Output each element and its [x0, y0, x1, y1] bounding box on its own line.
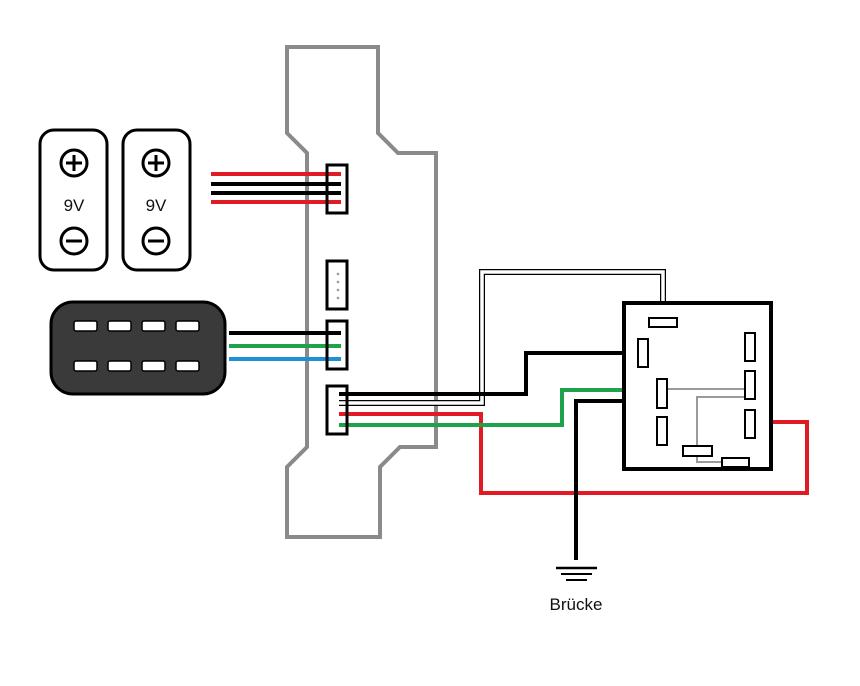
white-wire — [339, 269, 666, 406]
battery-2: 9V — [121, 128, 192, 272]
board-outline — [285, 45, 438, 539]
connector-relay — [325, 384, 349, 436]
connector-empty — [325, 259, 349, 311]
relay — [622, 301, 773, 471]
connector-plug — [325, 319, 349, 371]
connector-battery — [325, 163, 349, 215]
ground-label: Brücke — [550, 595, 603, 614]
multi-pin-plug — [49, 300, 227, 396]
ground-icon — [556, 566, 597, 581]
minus-icon — [59, 226, 89, 256]
red-wire — [339, 412, 809, 495]
battery-1: 9V — [38, 128, 109, 272]
battery-2-voltage-label: 9V — [146, 196, 167, 215]
plug-wires — [229, 331, 341, 361]
battery-wires — [211, 172, 341, 204]
green-wire — [339, 388, 660, 427]
black-wire — [339, 351, 641, 396]
battery-1-voltage-label: 9V — [64, 196, 85, 215]
minus-icon — [141, 226, 171, 256]
plus-icon — [59, 148, 89, 178]
plus-icon — [141, 148, 171, 178]
